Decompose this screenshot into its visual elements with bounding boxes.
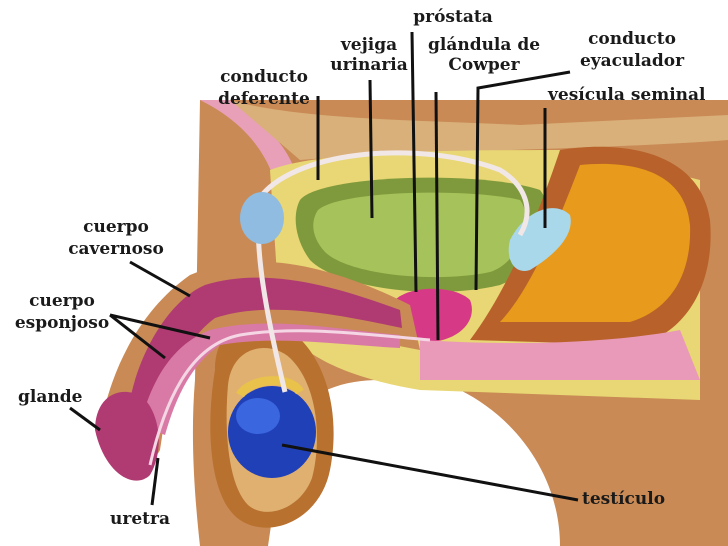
- vas-deferens: [255, 150, 530, 393]
- testis: [228, 386, 316, 478]
- leader-testiculo: [281, 443, 579, 502]
- label-cavernoso-line1: cuerpo: [83, 217, 149, 237]
- label-glande: glande: [18, 387, 83, 407]
- label-cowper-line2: Cowper: [448, 55, 520, 75]
- leader-lines: [69, 31, 579, 506]
- leader-esponjoso-a: [109, 313, 211, 340]
- label-deferente-line2: deferente: [218, 89, 310, 109]
- label-testiculo: testículo: [582, 489, 666, 509]
- corpus-cavernosum: [130, 277, 402, 410]
- label-vesicula: vesícula seminal: [548, 85, 706, 105]
- testis-highlight: [236, 398, 280, 434]
- leader-prostata: [410, 31, 418, 293]
- label-vejiga-line1: vejiga: [340, 35, 398, 55]
- label-uretra: uretra: [110, 509, 170, 529]
- label-cavernoso-line2: cavernoso: [68, 239, 164, 259]
- label-deferente-line1: conducto: [220, 67, 308, 87]
- leader-glande: [69, 406, 101, 432]
- perineal-muscle: [420, 330, 700, 380]
- rectum-lumen: [500, 163, 691, 322]
- leader-uretra: [150, 457, 160, 506]
- epididymis: [236, 376, 304, 398]
- label-eyaculador-line1: conducto: [588, 29, 676, 49]
- pubic-bone: [240, 192, 284, 244]
- leader-esponjoso-b: [109, 313, 166, 360]
- leader-cavernoso: [129, 260, 191, 298]
- glans: [95, 391, 159, 481]
- urethra-channel: [148, 329, 431, 466]
- bladder-lumen: [313, 192, 526, 278]
- label-esponjoso-line2: esponjoso: [14, 313, 110, 333]
- label-vejiga-line2: urinaria: [330, 55, 408, 75]
- leader-eyaculador: [474, 70, 571, 291]
- label-eyaculador-line2: eyaculador: [579, 51, 685, 71]
- leader-cowper: [434, 91, 440, 341]
- leader-vejiga: [368, 79, 374, 219]
- label-prostata: próstata: [413, 7, 493, 27]
- label-esponjoso-line1: cuerpo: [29, 291, 95, 311]
- label-cowper-line1: glándula de: [427, 35, 541, 55]
